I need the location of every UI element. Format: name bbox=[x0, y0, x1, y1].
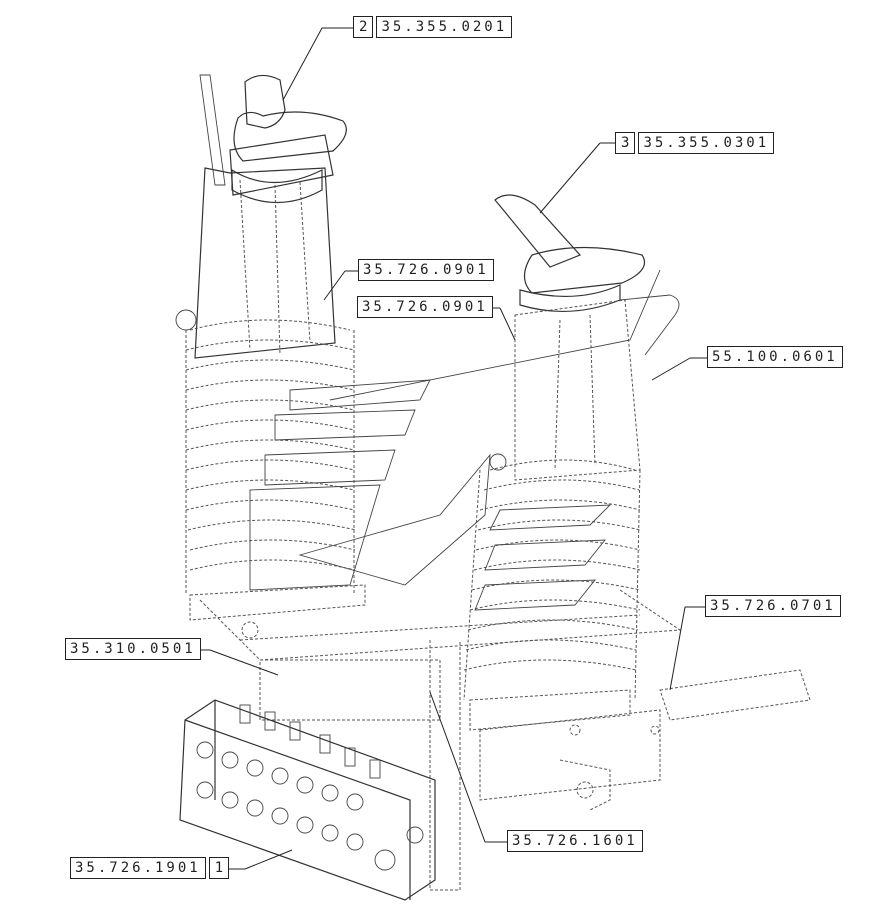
callout-35-726-0701[interactable]: 35.726.0701 bbox=[705, 595, 841, 617]
callout-code: 35.726.0701 bbox=[705, 595, 841, 617]
callout-code: 35.310.0501 bbox=[65, 638, 201, 660]
callout-number: 1 bbox=[208, 857, 230, 879]
callout-code: 35.355.0301 bbox=[638, 132, 775, 154]
callout-35-726-1601[interactable]: 35.726.1601 bbox=[507, 830, 643, 852]
control-valve-block bbox=[179, 699, 436, 901]
callout-35-355-0201[interactable]: 2 35.355.0201 bbox=[353, 16, 513, 38]
callout-35-726-1901[interactable]: 35.726.1901 1 bbox=[70, 857, 230, 879]
callout-35-726-0901-upper[interactable]: 35.726.0901 bbox=[358, 259, 494, 281]
callout-35-726-0901-lower[interactable]: 35.726.0901 bbox=[357, 296, 493, 318]
callout-code: 35.726.1901 bbox=[70, 857, 206, 879]
leader-lines bbox=[190, 27, 707, 870]
linkage-plates bbox=[249, 269, 661, 611]
callout-55-100-0601[interactable]: 55.100.0601 bbox=[707, 346, 843, 368]
base-frame bbox=[199, 589, 811, 891]
callout-code: 35.726.1601 bbox=[507, 830, 643, 852]
callout-35-310-0501[interactable]: 35.310.0501 bbox=[65, 638, 201, 660]
right-joystick-tower bbox=[463, 194, 680, 731]
callout-35-355-0301[interactable]: 3 35.355.0301 bbox=[615, 132, 775, 154]
callout-code: 35.726.0901 bbox=[357, 296, 493, 318]
callout-number: 3 bbox=[615, 132, 636, 154]
callout-number: 2 bbox=[353, 16, 374, 38]
callout-code: 35.726.0901 bbox=[358, 259, 494, 281]
left-joystick-tower bbox=[175, 74, 366, 621]
callout-code: 55.100.0601 bbox=[707, 346, 843, 368]
callout-code: 35.355.0201 bbox=[376, 16, 513, 38]
